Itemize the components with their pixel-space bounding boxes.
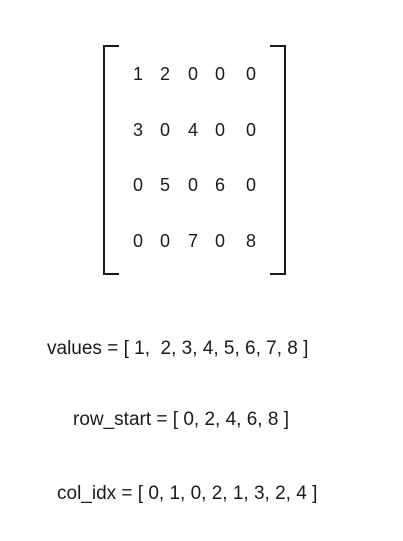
matrix-left-bracket bbox=[103, 45, 119, 275]
matrix-cell-r0-c3: 0 bbox=[214, 64, 225, 84]
matrix-cell-r2-c2: 0 bbox=[187, 175, 198, 195]
matrix-cell-r1-c2: 4 bbox=[187, 120, 198, 140]
matrix-cell-r2-c3: 6 bbox=[214, 175, 225, 195]
matrix-cell-r2-c1: 5 bbox=[159, 175, 170, 195]
matrix-cell-r3-c4: 8 bbox=[245, 231, 256, 251]
matrix-right-bracket bbox=[270, 45, 286, 275]
row-start-array: row_start = [ 0, 2, 4, 6, 8 ] bbox=[73, 409, 289, 430]
matrix-cell-r0-c4: 0 bbox=[245, 64, 256, 84]
matrix-cell-r0-c1: 2 bbox=[159, 64, 170, 84]
matrix-cell-r0-c0: 1 bbox=[132, 64, 143, 84]
matrix-cell-r3-c2: 7 bbox=[187, 231, 198, 251]
matrix-cell-r3-c3: 0 bbox=[214, 231, 225, 251]
matrix-cell-r1-c1: 0 bbox=[159, 120, 170, 140]
matrix-cell-r1-c4: 0 bbox=[245, 120, 256, 140]
matrix-cell-r2-c4: 0 bbox=[245, 175, 256, 195]
matrix-cell-r3-c0: 0 bbox=[132, 231, 143, 251]
matrix-cell-r1-c0: 3 bbox=[132, 120, 143, 140]
matrix-cell-r2-c0: 0 bbox=[132, 175, 143, 195]
matrix-cell-r1-c3: 0 bbox=[214, 120, 225, 140]
matrix-cell-r0-c2: 0 bbox=[187, 64, 198, 84]
values-array: values = [ 1, 2, 3, 4, 5, 6, 7, 8 ] bbox=[47, 338, 309, 359]
matrix-cell-r3-c1: 0 bbox=[159, 231, 170, 251]
col-idx-array: col_idx = [ 0, 1, 0, 2, 1, 3, 2, 4 ] bbox=[57, 483, 318, 504]
